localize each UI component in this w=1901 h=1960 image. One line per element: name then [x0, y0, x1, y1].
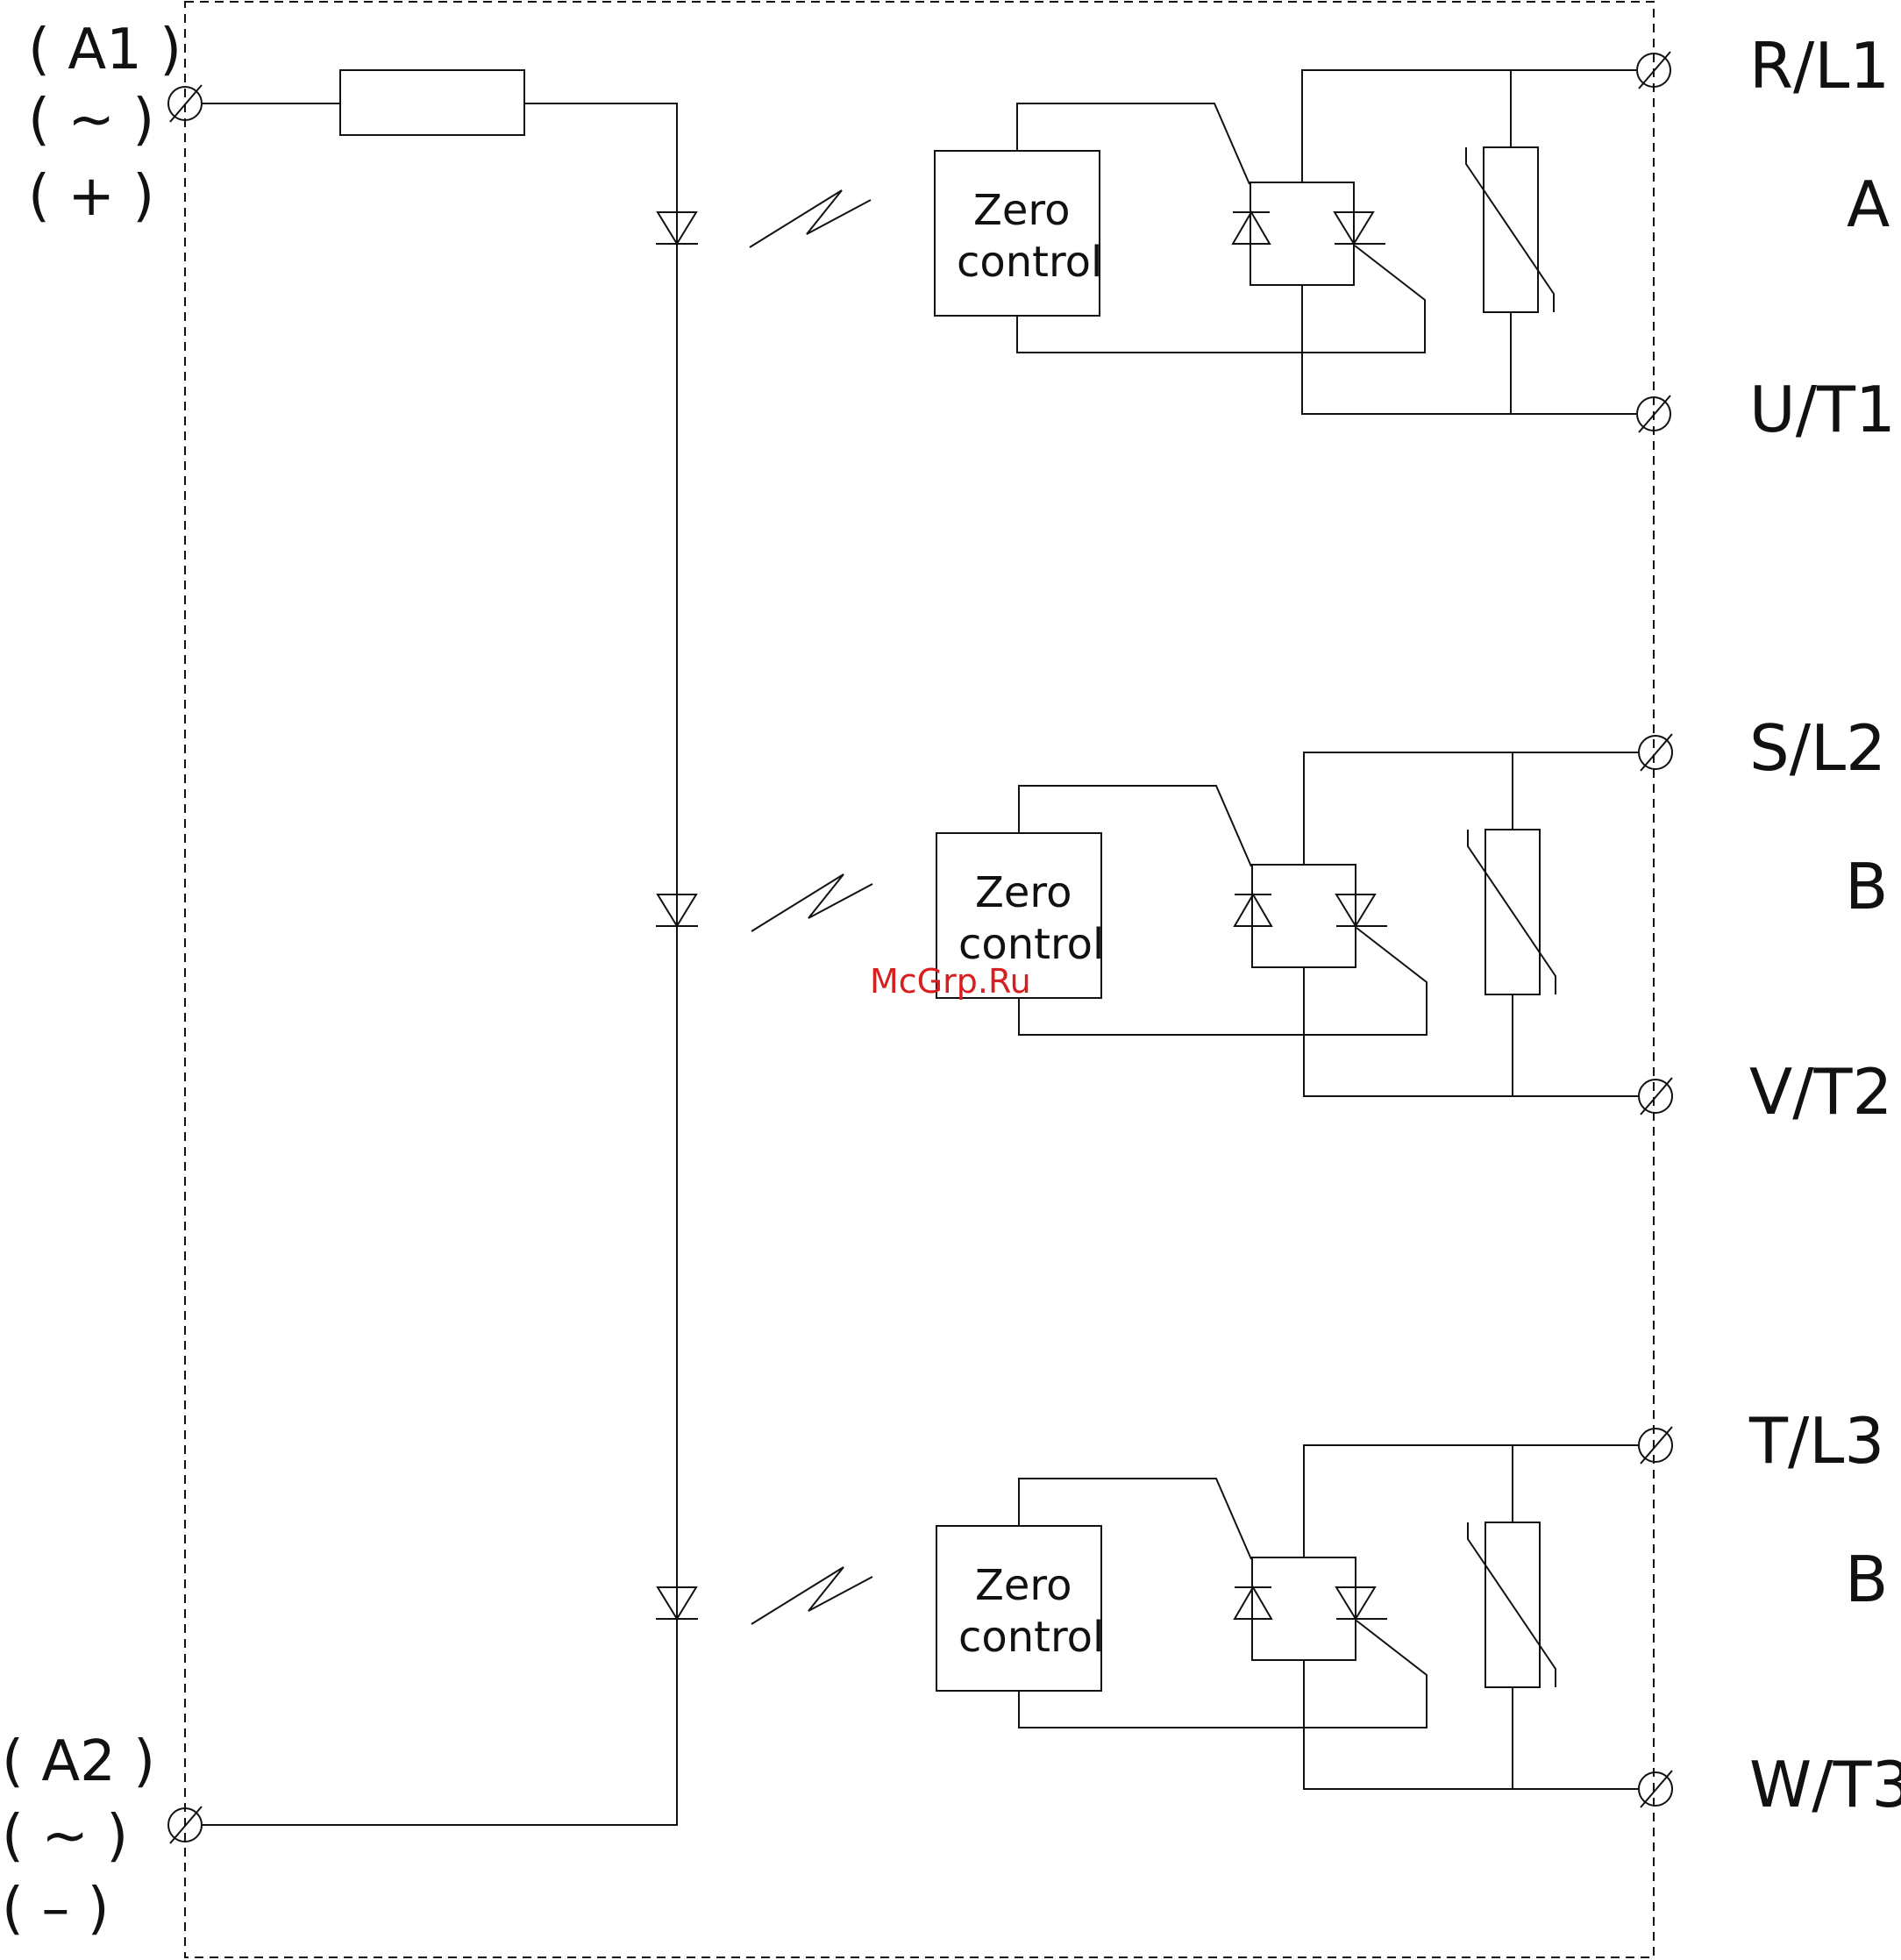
input-terminal-label: R/L1	[1749, 29, 1890, 103]
input-wiring	[202, 70, 677, 1825]
output-terminal-label: W/T3	[1749, 1748, 1901, 1821]
input-resistor	[340, 70, 524, 135]
input-terminal-label: T/L3	[1748, 1404, 1884, 1478]
terminal-a2-ac-label: ( ~ )	[2, 1804, 128, 1869]
zero-control-label-line1: Zero	[975, 868, 1072, 917]
terminal-a2-label: ( A2 )	[2, 1729, 155, 1794]
zero-control-label-line2: control	[957, 238, 1102, 287]
channel-c: Zero control B T/L3 W/T3	[936, 1404, 1901, 1821]
channel-b: Zero control B S/L2 V/T2	[936, 711, 1892, 1129]
zero-control-label-line1: Zero	[975, 1561, 1072, 1610]
phase-label: A	[1847, 167, 1890, 241]
thyristor-pair	[1252, 865, 1356, 967]
zero-control-label-line1: Zero	[973, 186, 1070, 235]
thyristor-pair	[1252, 1557, 1356, 1660]
terminal-a1-plus-label: ( + )	[28, 164, 154, 229]
channel-a: Zero control A R/L1 U/T1	[935, 29, 1896, 446]
terminal-a1-label: ( A1 )	[28, 18, 182, 82]
watermark: McGrp.Ru	[870, 962, 1031, 1001]
terminal-a2-minus-label: ( – )	[2, 1877, 110, 1942]
input-terminal-label: S/L2	[1749, 711, 1886, 785]
phase-label: B	[1845, 1543, 1888, 1616]
output-terminal-label: V/T2	[1749, 1055, 1892, 1129]
optical-coupling-1	[750, 190, 871, 247]
output-terminal-label: U/T1	[1749, 373, 1896, 446]
thyristor-pair	[1250, 182, 1354, 285]
phase-label: B	[1845, 850, 1888, 923]
terminal-a1-ac-label: ( ~ )	[28, 88, 154, 153]
optical-couplings	[750, 190, 872, 1624]
zero-control-label-line2: control	[958, 1613, 1104, 1662]
optical-coupling-2	[751, 874, 872, 931]
optical-coupling-3	[751, 1567, 872, 1624]
